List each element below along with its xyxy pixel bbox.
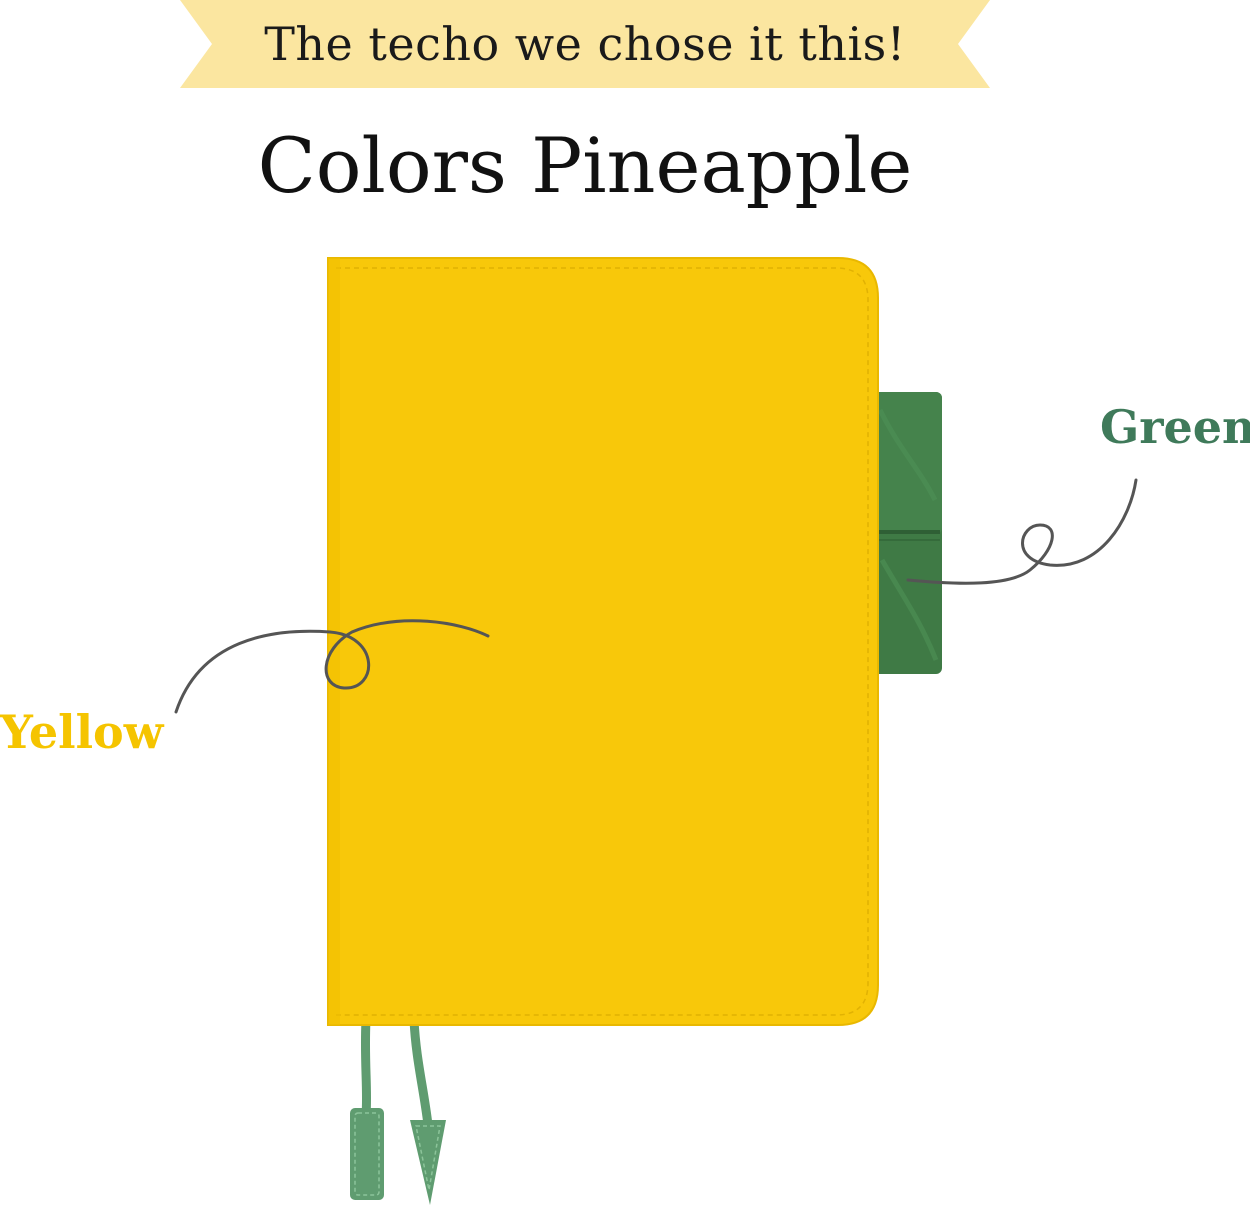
yellow-cover (327, 257, 879, 1026)
ribbon-shape (180, 0, 990, 88)
green-label: Green (1100, 400, 1250, 454)
page-title: Colors Pineapple (257, 121, 913, 210)
banner-text: The techo we chose it this! (264, 17, 906, 71)
yellow-label: Yellow (0, 705, 164, 759)
yellow-pointer-line (174, 619, 490, 714)
green-pointer-line (906, 478, 1138, 585)
ribbon-banner (180, 0, 990, 88)
bookmark-tab-square (350, 1108, 384, 1200)
bookmark-ribbons (350, 1015, 446, 1205)
pen-holder (872, 392, 942, 674)
bookmark-tab-pointed (410, 1120, 446, 1205)
